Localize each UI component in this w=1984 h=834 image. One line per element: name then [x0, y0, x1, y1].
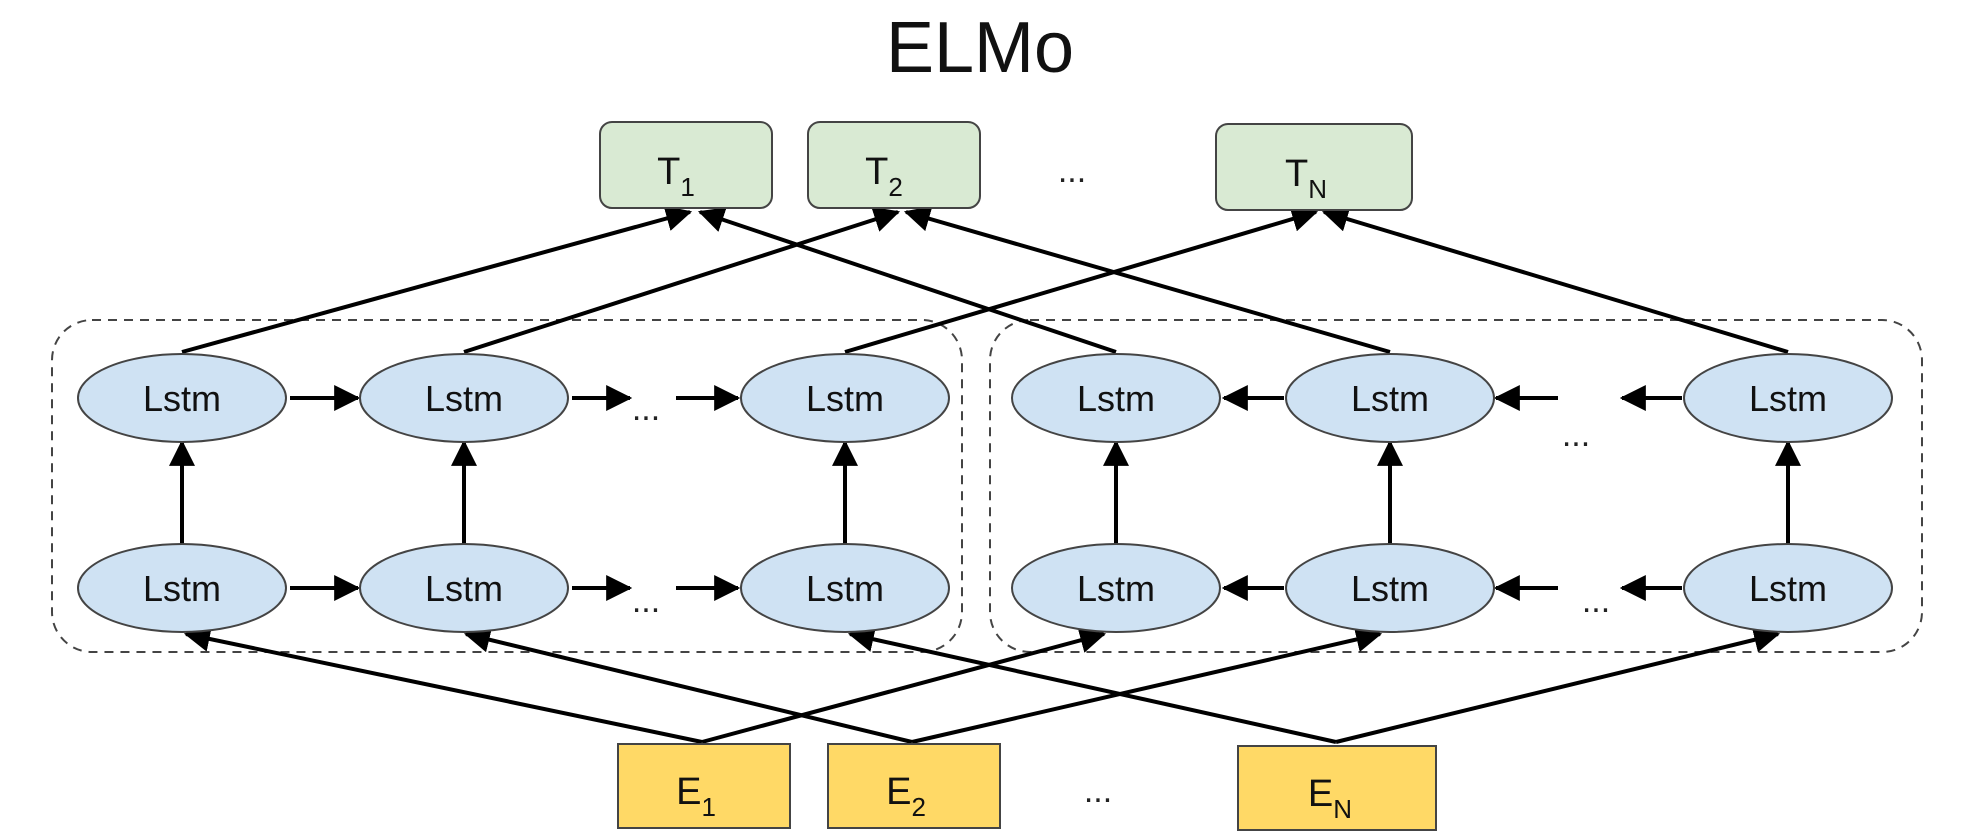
lstm-forward-top-n: Lstm — [740, 353, 950, 443]
diagram-title: ELMo — [886, 8, 1074, 88]
lstm-backward-top-1: Lstm — [1011, 353, 1221, 443]
output-tn: TN — [1215, 123, 1413, 211]
lstm-label: Lstm — [143, 568, 221, 609]
svg-text:EN: EN — [1308, 773, 1352, 824]
arrow-bwd2-to-t2 — [903, 206, 1391, 354]
arrow-en-to-fwdn — [847, 626, 1337, 744]
input-e1-base: E — [676, 771, 701, 813]
lstm-label: Lstm — [1749, 378, 1827, 419]
lstm-forward-bottom-1: Lstm — [77, 543, 287, 633]
input-en: EN — [1237, 745, 1437, 831]
arrow-fwdn-to-tn — [844, 206, 1319, 354]
input-e1-sub: 1 — [701, 792, 715, 822]
arrow-fwd1-to-t1 — [181, 205, 693, 354]
arrow-e2-to-fwd2 — [463, 626, 913, 744]
input-e2-base: E — [886, 771, 911, 813]
output-tn-base: T — [1285, 153, 1308, 195]
arrow-fwd2-to-t2 — [463, 206, 901, 354]
arrow-bwd1-to-t1 — [697, 207, 1117, 354]
backward-bottom-ellipsis: ... — [1582, 582, 1610, 620]
connections — [169, 205, 1801, 744]
arrow-e2-to-bwd2 — [911, 626, 1383, 744]
arrow-e1-to-bwd1 — [701, 627, 1107, 744]
output-t2-base: T — [865, 151, 888, 193]
arrow-e1-to-fwd1 — [183, 626, 703, 744]
input-en-base: E — [1308, 773, 1333, 815]
svg-text:E1: E1 — [676, 771, 716, 822]
lstm-backward-top-2: Lstm — [1285, 353, 1495, 443]
lstm-backward-bottom-2: Lstm — [1285, 543, 1495, 633]
lstm-forward-bottom-2: Lstm — [359, 543, 569, 633]
output-ellipsis: ... — [1058, 152, 1086, 190]
lstm-forward-top-1: Lstm — [77, 353, 287, 443]
arrow-en-to-bwdn — [1335, 627, 1781, 744]
svg-text:T2: T2 — [865, 151, 903, 202]
lstm-label: Lstm — [806, 568, 884, 609]
input-e2-sub: 2 — [911, 792, 925, 822]
lstm-label: Lstm — [1351, 378, 1429, 419]
backward-lstm-group — [989, 319, 1923, 653]
output-t2: T2 — [807, 121, 981, 209]
forward-bottom-ellipsis: ... — [632, 582, 660, 620]
svg-text:TN: TN — [1285, 153, 1327, 204]
input-ellipsis: ... — [1084, 772, 1112, 810]
forward-lstm-group — [51, 319, 963, 653]
lstm-label: Lstm — [1351, 568, 1429, 609]
output-t2-sub: 2 — [888, 172, 902, 202]
lstm-label: Lstm — [1749, 568, 1827, 609]
lstm-label: Lstm — [1077, 378, 1155, 419]
svg-text:T1: T1 — [657, 151, 695, 202]
lstm-forward-bottom-n: Lstm — [740, 543, 950, 633]
svg-text:E2: E2 — [886, 771, 926, 822]
arrow-bwdn-to-tn — [1321, 206, 1789, 354]
lstm-backward-bottom-n: Lstm — [1683, 543, 1893, 633]
backward-top-ellipsis: ... — [1562, 416, 1590, 454]
lstm-label: Lstm — [1077, 568, 1155, 609]
lstm-forward-top-2: Lstm — [359, 353, 569, 443]
output-t1-sub: 1 — [680, 172, 694, 202]
lstm-label: Lstm — [425, 568, 503, 609]
output-t1: T1 — [599, 121, 773, 209]
output-t1-base: T — [657, 151, 680, 193]
output-tn-sub: N — [1308, 174, 1327, 204]
input-e2: E2 — [827, 743, 1001, 829]
lstm-label: Lstm — [806, 378, 884, 419]
lstm-backward-top-n: Lstm — [1683, 353, 1893, 443]
lstm-label: Lstm — [425, 378, 503, 419]
forward-top-ellipsis: ... — [632, 390, 660, 428]
input-e1: E1 — [617, 743, 791, 829]
input-en-sub: N — [1333, 794, 1352, 824]
lstm-label: Lstm — [143, 378, 221, 419]
lstm-backward-bottom-1: Lstm — [1011, 543, 1221, 633]
